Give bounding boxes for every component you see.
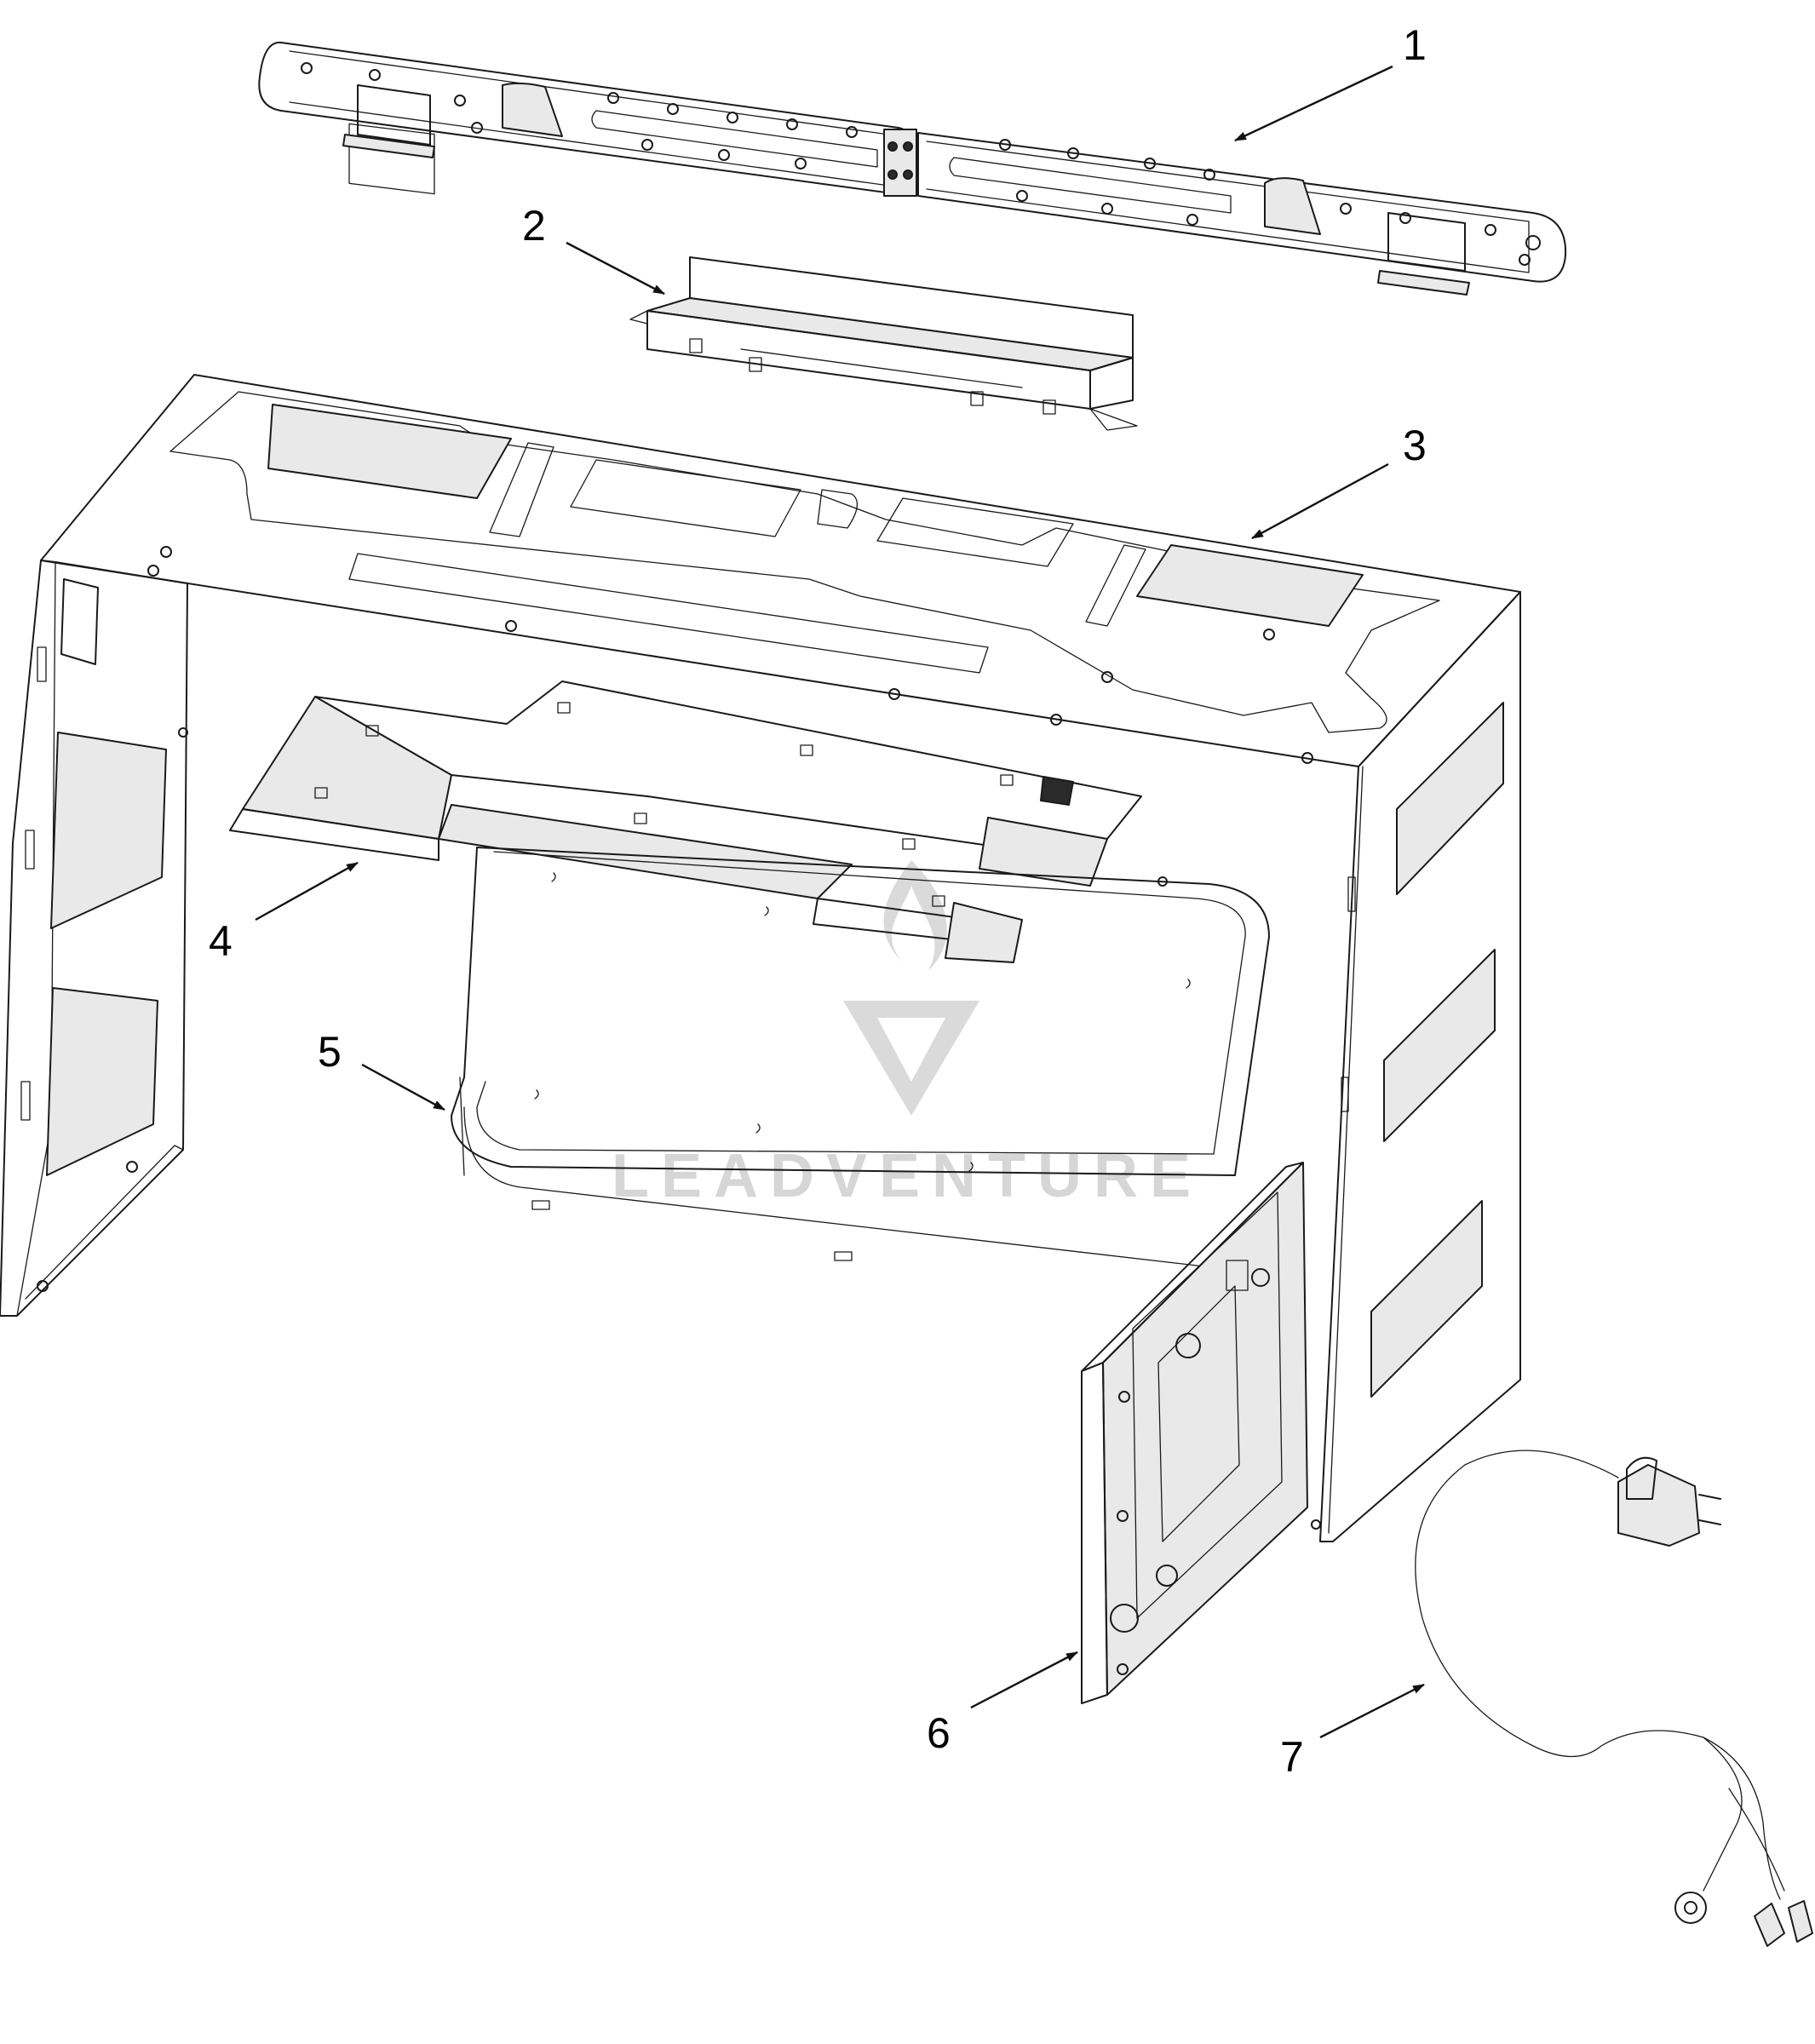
leader-line-6 bbox=[970, 1651, 1078, 1709]
leader-lines bbox=[255, 65, 1425, 1739]
leader-line-2 bbox=[566, 241, 665, 296]
leader-line-3 bbox=[1251, 462, 1389, 540]
callout-3: 3 bbox=[1403, 422, 1427, 469]
callout-1: 1 bbox=[1403, 21, 1427, 69]
leader-line-7 bbox=[1319, 1683, 1425, 1739]
leader-line-5 bbox=[361, 1063, 445, 1111]
part-4-inner-panel bbox=[229, 680, 1142, 963]
part-2-channel-bracket bbox=[629, 256, 1138, 431]
callout-5: 5 bbox=[318, 1028, 342, 1076]
leader-line-1 bbox=[1234, 65, 1393, 142]
part-1-mounting-bracket bbox=[258, 41, 1567, 296]
part-3-cabinet-shell bbox=[0, 374, 1521, 1542]
callout-4: 4 bbox=[209, 917, 233, 965]
leader-line-4 bbox=[255, 861, 359, 922]
part-7-power-cord bbox=[1415, 1450, 1813, 1947]
watermark: LEADVENTURE bbox=[612, 860, 1191, 1210]
callout-2: 2 bbox=[522, 202, 546, 250]
callout-6: 6 bbox=[927, 1709, 951, 1757]
part-6-side-panel bbox=[1081, 1162, 1308, 1704]
callout-labels: 1 2 3 4 5 6 7 bbox=[209, 21, 1427, 1781]
part-5-back-frame bbox=[451, 847, 1270, 1270]
callout-7: 7 bbox=[1280, 1733, 1304, 1781]
